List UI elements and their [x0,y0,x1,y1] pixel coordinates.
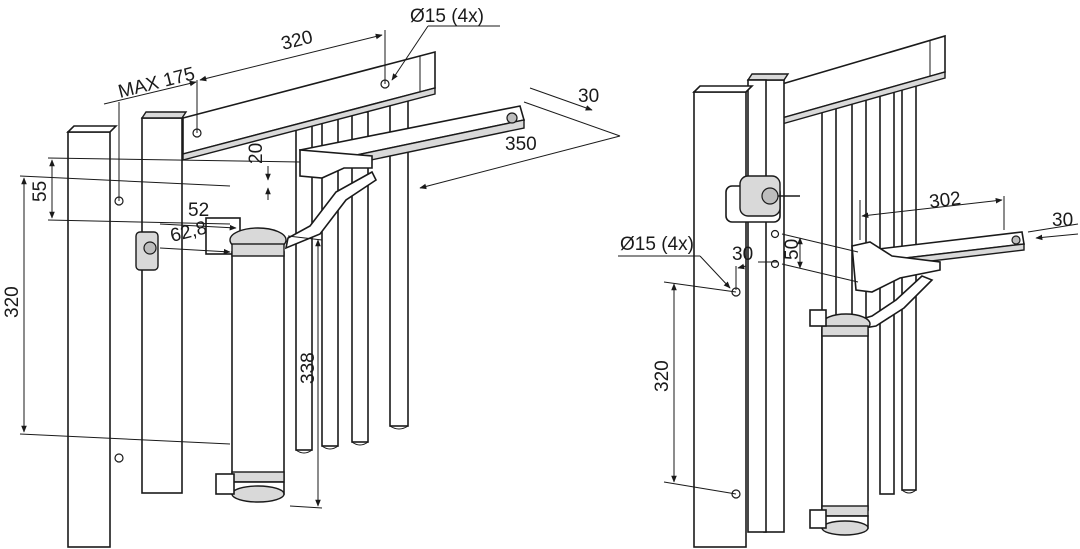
closer-cylinder-right [809,309,871,536]
dim-max-175: MAX 175 [116,64,197,103]
dimension-lines-left [19,25,621,509]
hinge-left [135,231,159,271]
dim-320-side: 320 [2,286,23,318]
dim-30-arm: 30 [578,86,599,107]
post-right [692,85,780,548]
dim-55: 55 [30,181,51,202]
dim-20: 20 [246,143,267,164]
mount-hole [114,453,124,463]
dim-302: 302 [928,188,962,213]
dim-30-arm-right: 30 [1052,210,1073,231]
closer-arm-right [851,231,1025,331]
dim-338: 338 [298,352,319,384]
dim-320-side-right: 320 [652,360,673,392]
dim-hole-diameter: Ø15 (4x) [410,6,484,27]
gate-frame-right [746,73,790,533]
dimension-lines-right [618,196,1079,495]
dim-320-top: 320 [279,27,315,55]
dim-350: 350 [505,134,537,155]
dim-50: 50 [782,239,803,260]
post-left [66,125,124,548]
right-view: 302 30 Ø15 (4x) 30 50 320 [618,34,1079,548]
closer-cylinder-left [205,217,287,503]
left-view: 320 Ø15 (4x) MAX 175 30 350 20 55 52 62,… [2,6,621,548]
mount-hole [770,229,780,239]
hinge-right [725,175,800,223]
gate-bars-left [295,95,409,454]
dim-30-right: 30 [732,244,753,265]
dim-hole-diameter-right: Ø15 (4x) [620,234,694,255]
closer-arm-left [284,105,526,250]
gate-frame-left [140,111,188,494]
dim-52: 52 [188,200,209,221]
